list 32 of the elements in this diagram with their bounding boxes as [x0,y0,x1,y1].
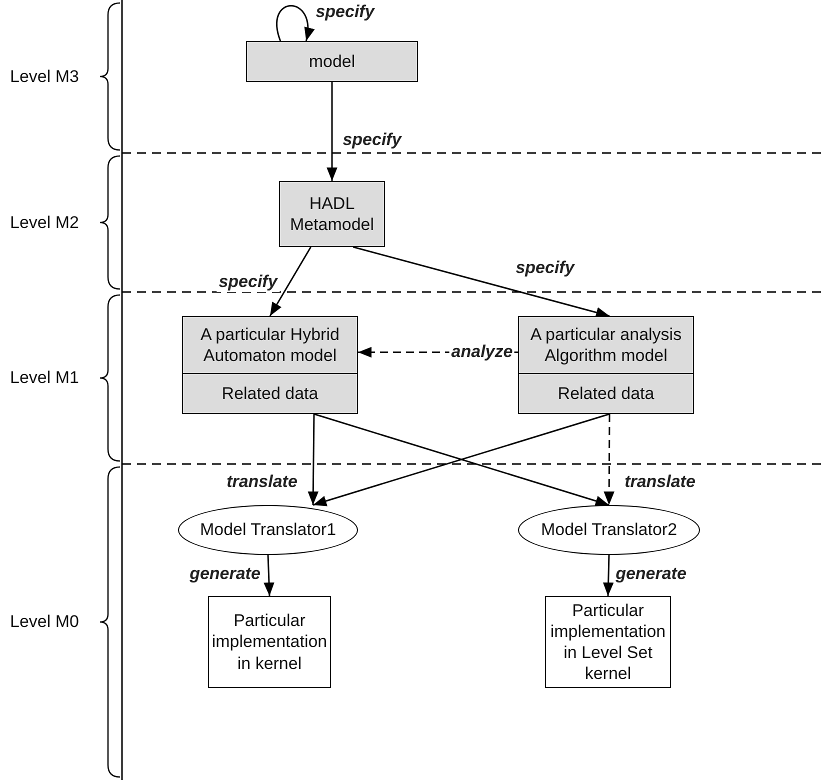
edge-label: specify [216,272,280,292]
edge-label: specify [314,2,376,22]
process-box [246,41,418,82]
edge-label: specify [514,258,576,278]
node-text: Related data [558,382,654,404]
level-label: Level M2 [10,212,79,232]
level-label: Level M1 [10,368,79,388]
arrow [602,554,614,596]
node-text: A particular analysis Algorithm model [529,324,683,366]
arrow [353,246,610,318]
node-text: model [308,50,356,72]
process-box [208,596,331,688]
edge-label: analyze [449,342,515,362]
arrow [276,5,314,42]
process-box [518,316,694,414]
node-text: Related data [222,382,318,404]
arrow [308,414,319,505]
arrow [604,414,614,505]
arrow [264,554,274,596]
edge-label: specify [340,130,404,150]
arrow [269,246,312,316]
process-box [279,181,385,247]
node-text: Model Translator1 [200,519,336,541]
node-text: Particular implementation in Level Set kernel [550,600,666,684]
level-label: Level M3 [10,66,79,86]
level-label: Level M0 [10,612,79,632]
node-text: Model Translator2 [540,519,678,541]
node-text: Particular implementation in kernel [212,610,328,674]
node-text: A particular Hybrid Automaton model [200,324,340,366]
node-text: HADL Metamodel [288,192,376,236]
arrow [326,82,338,181]
process-box [182,316,358,414]
